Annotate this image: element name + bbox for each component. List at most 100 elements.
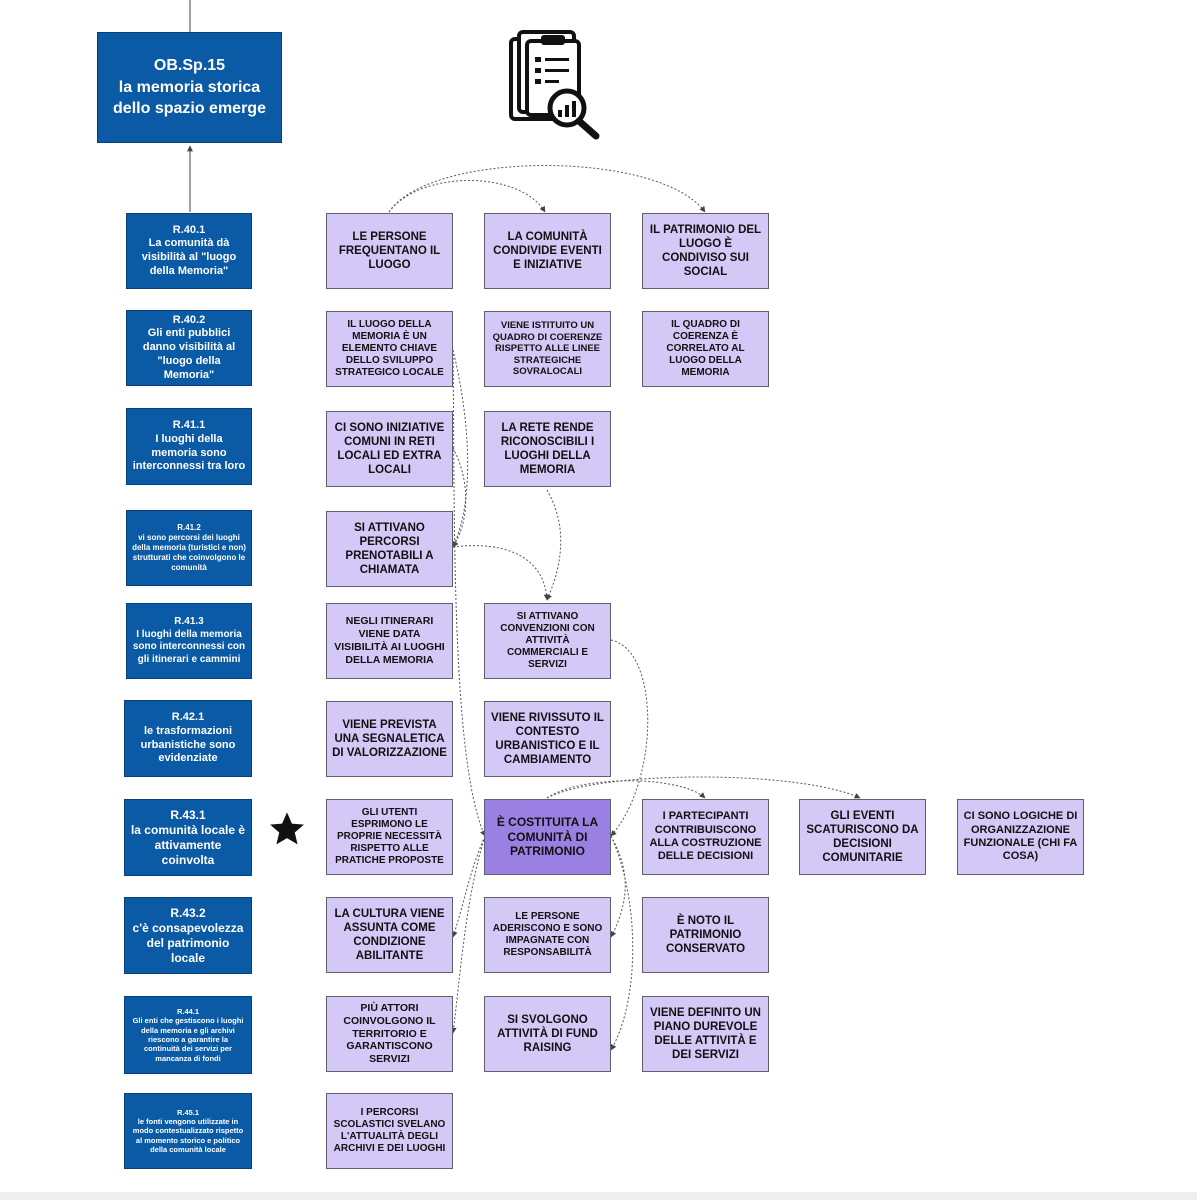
activity-text: LA COMUNITÀ CONDIVIDE EVENTI E INIZIATIV…	[493, 230, 602, 271]
result-code: R.43.1	[170, 807, 206, 822]
result-text: Gli enti pubblici danno visibilità al "l…	[142, 327, 236, 381]
activity-text: CI SONO INIZIATIVE COMUNI IN RETI LOCALI…	[334, 421, 445, 477]
activity-box: PIÙ ATTORI COINVOLGONO IL TERRITORIO E G…	[326, 996, 453, 1072]
activity-text: CI SONO LOGICHE DI ORGANIZZAZIONE FUNZIO…	[963, 810, 1078, 863]
activity-text: PIÙ ATTORI COINVOLGONO IL TERRITORIO E G…	[343, 1002, 436, 1066]
link-comunita-attori	[450, 835, 486, 1034]
link-comunita-eventi	[546, 776, 861, 799]
result-box-r43-2: R.43.2 c'è consapevolezza del patrimonio…	[124, 897, 252, 974]
activity-text: GLI UTENTI ESPRIMONO LE PROPRIE NECESSIT…	[335, 806, 444, 867]
bottom-bar	[0, 1192, 1197, 1200]
objective-line2: dello spazio emerge	[113, 100, 266, 118]
activity-text: VIENE ISTITUITO UN QUADRO DI COERENZE RI…	[492, 320, 603, 378]
activity-box: LE PERSONE FREQUENTANO IL LUOGO	[326, 213, 453, 289]
result-text: la comunità locale è attivamente coinvol…	[130, 822, 246, 867]
activity-text: LE PERSONE FREQUENTANO IL LUOGO	[338, 230, 441, 271]
activity-box: IL PATRIMONIO DEL LUOGO È CONDIVISO SUI …	[642, 213, 769, 289]
activity-box-highlighted: È COSTITUITA LA COMUNITÀ DI PATRIMONIO	[484, 799, 611, 875]
result-text: I luoghi della memoria sono interconness…	[132, 432, 246, 473]
result-code: R.40.1	[172, 223, 206, 236]
activity-text: È NOTO IL PATRIMONIO CONSERVATO	[665, 914, 746, 955]
objective-code: OB.Sp.15	[153, 57, 226, 75]
activity-text: LA RETE RENDE RICONOSCIBILI I LUOGHI DEL…	[500, 421, 595, 477]
link-comunita-persone	[610, 835, 626, 938]
link-comunita-fundraising	[610, 835, 634, 1051]
activity-text: NEGLI ITINERARI VIENE DATA VISIBILITÀ AI…	[334, 615, 445, 666]
activity-box: LA RETE RENDE RICONOSCIBILI I LUOGHI DEL…	[484, 411, 611, 487]
activity-text: GLI EVENTI SCATURISCONO DA DECISIONI COM…	[806, 809, 919, 865]
clipboard-analysis-icon	[505, 25, 605, 140]
link-luogo-comunita	[452, 349, 486, 837]
activity-box: SI SVOLGONO ATTIVITÀ DI FUND RAISING	[484, 996, 611, 1072]
activity-box: CI SONO INIZIATIVE COMUNI IN RETI LOCALI…	[326, 411, 453, 487]
activity-box: LE PERSONE ADERISCONO E SONO IMPAGNATE C…	[484, 897, 611, 973]
activity-text: VIENE DEFINITO UN PIANO DUREVOLE DELLE A…	[650, 1006, 761, 1062]
activity-box: VIENE DEFINITO UN PIANO DUREVOLE DELLE A…	[642, 996, 769, 1072]
objective-line1: la memoria storica	[118, 78, 261, 96]
result-code: R.41.1	[172, 419, 206, 431]
activity-text: LA CULTURA VIENE ASSUNTA COME CONDIZIONE…	[334, 907, 445, 963]
activity-box: I PERCORSI SCOLASTICI SVELANO L'ATTUALIT…	[326, 1093, 453, 1169]
activity-box: LA CULTURA VIENE ASSUNTA COME CONDIZIONE…	[326, 897, 453, 973]
result-box-r40-1: R.40.1 La comunità dà visibilità al "luo…	[126, 213, 252, 289]
link-rete-convenzioni	[546, 489, 562, 601]
activity-text: I PERCORSI SCOLASTICI SVELANO L'ATTUALIT…	[333, 1106, 446, 1155]
result-box-r41-3: R.41.3 I luoghi della memoria sono inter…	[126, 603, 252, 679]
activity-text: SI ATTIVANO CONVENZIONI CON ATTIVITÀ COM…	[500, 610, 595, 671]
objective-box: OB.Sp.15 la memoria storica dello spazio…	[97, 32, 282, 143]
activity-text: SI SVOLGONO ATTIVITÀ DI FUND RAISING	[497, 1013, 598, 1054]
activity-box: GLI EVENTI SCATURISCONO DA DECISIONI COM…	[799, 799, 926, 875]
activity-box: I PARTECIPANTI CONTRIBUISCONO ALLA COSTR…	[642, 799, 769, 875]
activity-box: VIENE RIVISSUTO IL CONTESTO URBANISTICO …	[484, 701, 611, 777]
activity-box: SI ATTIVANO CONVENZIONI CON ATTIVITÀ COM…	[484, 603, 611, 679]
result-code: R.44.1	[176, 1006, 200, 1016]
result-text: le trasformazioni urbanistiche sono evid…	[140, 724, 236, 765]
activity-text: IL PATRIMONIO DEL LUOGO È CONDIVISO SUI …	[649, 223, 762, 279]
result-code: R.40.2	[172, 313, 206, 326]
activity-box: GLI UTENTI ESPRIMONO LE PROPRIE NECESSIT…	[326, 799, 453, 875]
activity-text: VIENE PREVISTA UNA SEGNALETICA DI VALORI…	[332, 718, 447, 759]
link-comunita-partecipanti	[546, 780, 706, 799]
result-text: La comunità dà visibilità al "luogo dell…	[141, 237, 237, 277]
activity-box: IL QUADRO DI COERENZA È CORRELATO AL LUO…	[642, 311, 769, 387]
activity-box: NEGLI ITINERARI VIENE DATA VISIBILITÀ AI…	[326, 603, 453, 679]
result-box-r44-1: R.44.1 Gli enti che gestiscono i luoghi …	[124, 996, 252, 1074]
result-box-r41-1: R.41.1 I luoghi della memoria sono inter…	[126, 408, 252, 485]
result-box-r41-2: R.41.2 vi sono percorsi dei luoghi della…	[126, 510, 252, 586]
activity-text: IL QUADRO DI COERENZA È CORRELATO AL LUO…	[666, 318, 745, 379]
result-code: R.43.2	[170, 905, 206, 920]
result-code: R.41.3	[174, 616, 204, 627]
link-persone-comunita	[388, 180, 546, 213]
star-icon	[268, 810, 306, 848]
result-box-r45-1: R.45.1 le fonti vengono utilizzate in mo…	[124, 1093, 252, 1169]
activity-text: SI ATTIVANO PERCORSI PRENOTABILI A CHIAM…	[345, 521, 434, 577]
result-text: Gli enti che gestiscono i luoghi della m…	[132, 1016, 244, 1063]
activity-box: VIENE ISTITUITO UN QUADRO DI COERENZE RI…	[484, 311, 611, 387]
result-text: I luoghi della memoria sono interconness…	[132, 628, 246, 665]
link-persone-patrimonio	[388, 165, 706, 213]
activity-box: È NOTO IL PATRIMONIO CONSERVATO	[642, 897, 769, 973]
result-text: vi sono percorsi dei luoghi della memori…	[132, 533, 246, 572]
activity-text: VIENE RIVISSUTO IL CONTESTO URBANISTICO …	[491, 711, 604, 767]
activity-text: I PARTECIPANTI CONTRIBUISCONO ALLA COSTR…	[649, 810, 762, 863]
result-code: R.45.1	[176, 1107, 200, 1117]
activity-text: LE PERSONE ADERISCONO E SONO IMPAGNATE C…	[492, 910, 603, 959]
result-text: c'è consapevolezza del patrimonio locale	[132, 920, 244, 965]
link-iniziative-percorsi	[452, 447, 467, 548]
activity-text: IL LUOGO DELLA MEMORIA È UN ELEMENTO CHI…	[335, 318, 444, 379]
activity-text: È COSTITUITA LA COMUNITÀ DI PATRIMONIO	[496, 815, 599, 859]
link-convenzioni-comunita	[610, 639, 649, 837]
activity-box: VIENE PREVISTA UNA SEGNALETICA DI VALORI…	[326, 701, 453, 777]
activity-box: SI ATTIVANO PERCORSI PRENOTABILI A CHIAM…	[326, 511, 453, 587]
result-code: R.42.1	[171, 711, 205, 723]
result-code: R.41.2	[177, 523, 201, 532]
activity-box: IL LUOGO DELLA MEMORIA È UN ELEMENTO CHI…	[326, 311, 453, 387]
result-box-r42-1: R.42.1 le trasformazioni urbanistiche so…	[124, 700, 252, 777]
link-comunita-cultura	[451, 835, 486, 938]
link-percorsi-convenzioni	[452, 545, 550, 601]
activity-box: CI SONO LOGICHE DI ORGANIZZAZIONE FUNZIO…	[957, 799, 1084, 875]
activity-box: LA COMUNITÀ CONDIVIDE EVENTI E INIZIATIV…	[484, 213, 611, 289]
link-luogo-percorsi	[452, 349, 469, 548]
result-box-r43-1: R.43.1 la comunità locale è attivamente …	[124, 799, 252, 876]
